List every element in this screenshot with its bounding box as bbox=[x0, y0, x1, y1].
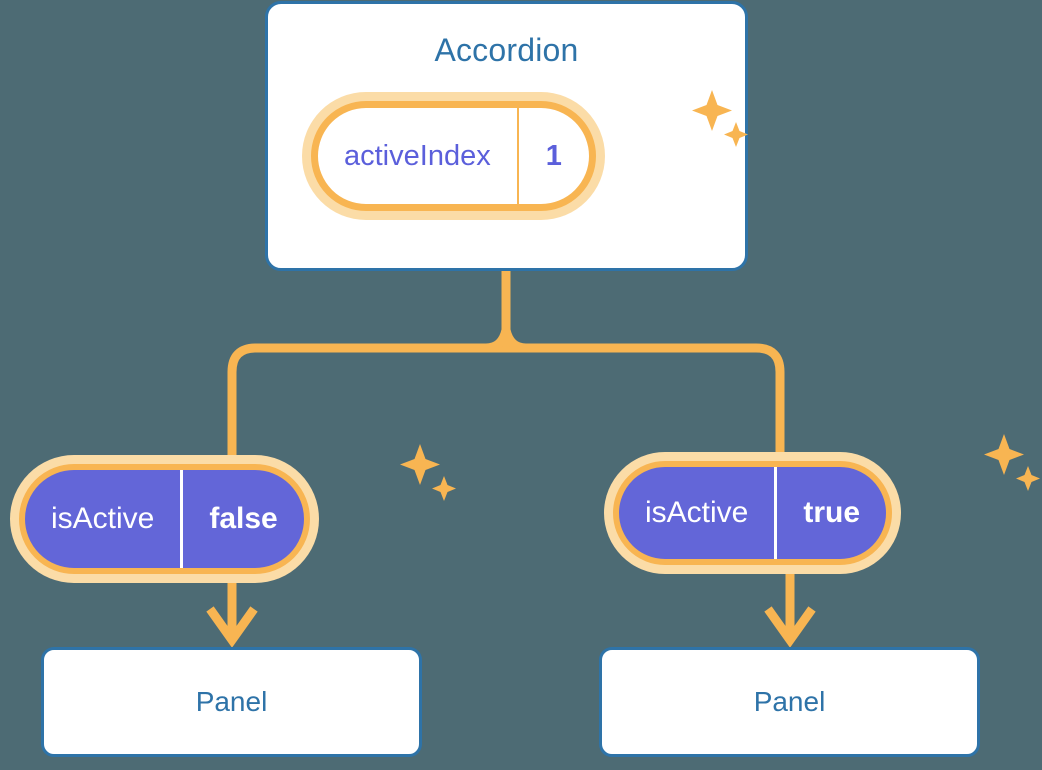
branch-state-value-right: true bbox=[774, 467, 886, 559]
panel-label-right: Panel bbox=[753, 686, 826, 717]
branch-state-key-right: isActive bbox=[645, 496, 749, 529]
branch-state-pill-right[interactable]: isActive true bbox=[613, 452, 893, 574]
panel-card-left[interactable]: Panel bbox=[41, 647, 422, 757]
root-state-pill[interactable]: activeIndex 1 bbox=[311, 101, 596, 211]
sparkles-icon-right bbox=[984, 434, 1040, 491]
arrow-down-icon-right bbox=[764, 572, 816, 648]
panel-label-left: Panel bbox=[195, 686, 268, 717]
root-state-value: 1 bbox=[516, 108, 589, 204]
accordion-title: Accordion bbox=[434, 32, 579, 68]
root-state-key: activeIndex bbox=[344, 139, 491, 172]
connector-fillet-right bbox=[501, 328, 527, 353]
arrow-down-icon-left bbox=[206, 578, 258, 648]
connector-branch-bar bbox=[227, 343, 785, 458]
branch-state-pill-left[interactable]: isActive false bbox=[19, 458, 310, 580]
branch-state-value-left: false bbox=[180, 470, 303, 568]
sparkles-icon-left bbox=[400, 444, 456, 501]
connector-fillet-left bbox=[485, 328, 511, 353]
branch-state-key-left: isActive bbox=[51, 502, 155, 535]
panel-card-right[interactable]: Panel bbox=[599, 647, 980, 757]
